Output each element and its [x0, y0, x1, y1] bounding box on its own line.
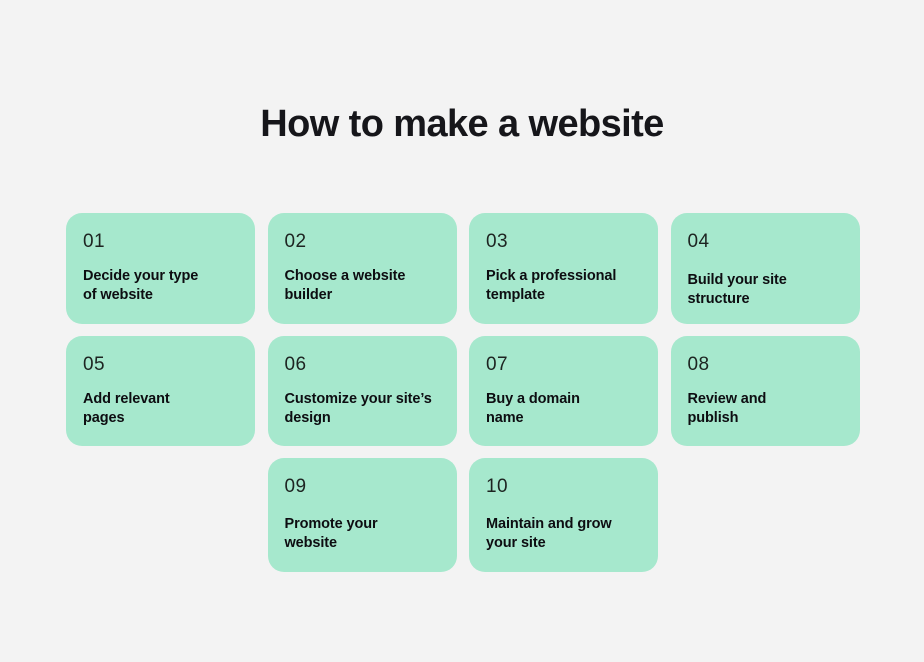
step-number: 10 [486, 476, 508, 497]
step-label: Promote your website [284, 516, 378, 551]
step-number: 03 [486, 231, 508, 252]
step-label: Maintain and grow your site [486, 516, 612, 551]
step-card-10[interactable]: 10 Maintain and grow your site [469, 458, 658, 572]
step-card-07[interactable]: 07 Buy a domain name [469, 336, 658, 446]
step-card-06[interactable]: 06 Customize your site’s design [267, 336, 457, 446]
step-card-04[interactable]: 04 Build your site structure [670, 213, 860, 324]
step-number: 04 [687, 231, 710, 252]
step-label: Choose a website builder [284, 268, 406, 303]
step-number: 09 [284, 476, 307, 497]
step-label: Review and publish [687, 391, 767, 426]
step-number: 05 [83, 354, 105, 375]
step-label: Add relevant pages [83, 391, 170, 426]
page-title: How to make a website [260, 103, 664, 145]
step-number: 08 [687, 354, 710, 375]
grid-spacer [66, 458, 255, 572]
step-card-05[interactable]: 05 Add relevant pages [66, 336, 255, 446]
step-label: Customize your site’s design [284, 391, 432, 426]
step-number: 02 [284, 231, 307, 252]
step-number: 07 [486, 354, 508, 375]
steps-grid: 01 Decide your type of website 02 Choose… [66, 213, 860, 572]
step-label: Decide your type of website [83, 268, 199, 303]
step-number: 06 [284, 354, 307, 375]
step-card-01[interactable]: 01 Decide your type of website [66, 213, 255, 324]
step-number: 01 [83, 231, 105, 252]
step-card-09[interactable]: 09 Promote your website [267, 458, 457, 572]
step-label: Buy a domain name [486, 391, 580, 426]
step-card-02[interactable]: 02 Choose a website builder [267, 213, 457, 324]
grid-spacer [671, 458, 860, 572]
step-label: Pick a professional template [486, 268, 617, 303]
step-label: Build your site structure [687, 272, 787, 307]
step-card-03[interactable]: 03 Pick a professional template [469, 213, 658, 324]
step-card-08[interactable]: 08 Review and publish [670, 336, 860, 446]
